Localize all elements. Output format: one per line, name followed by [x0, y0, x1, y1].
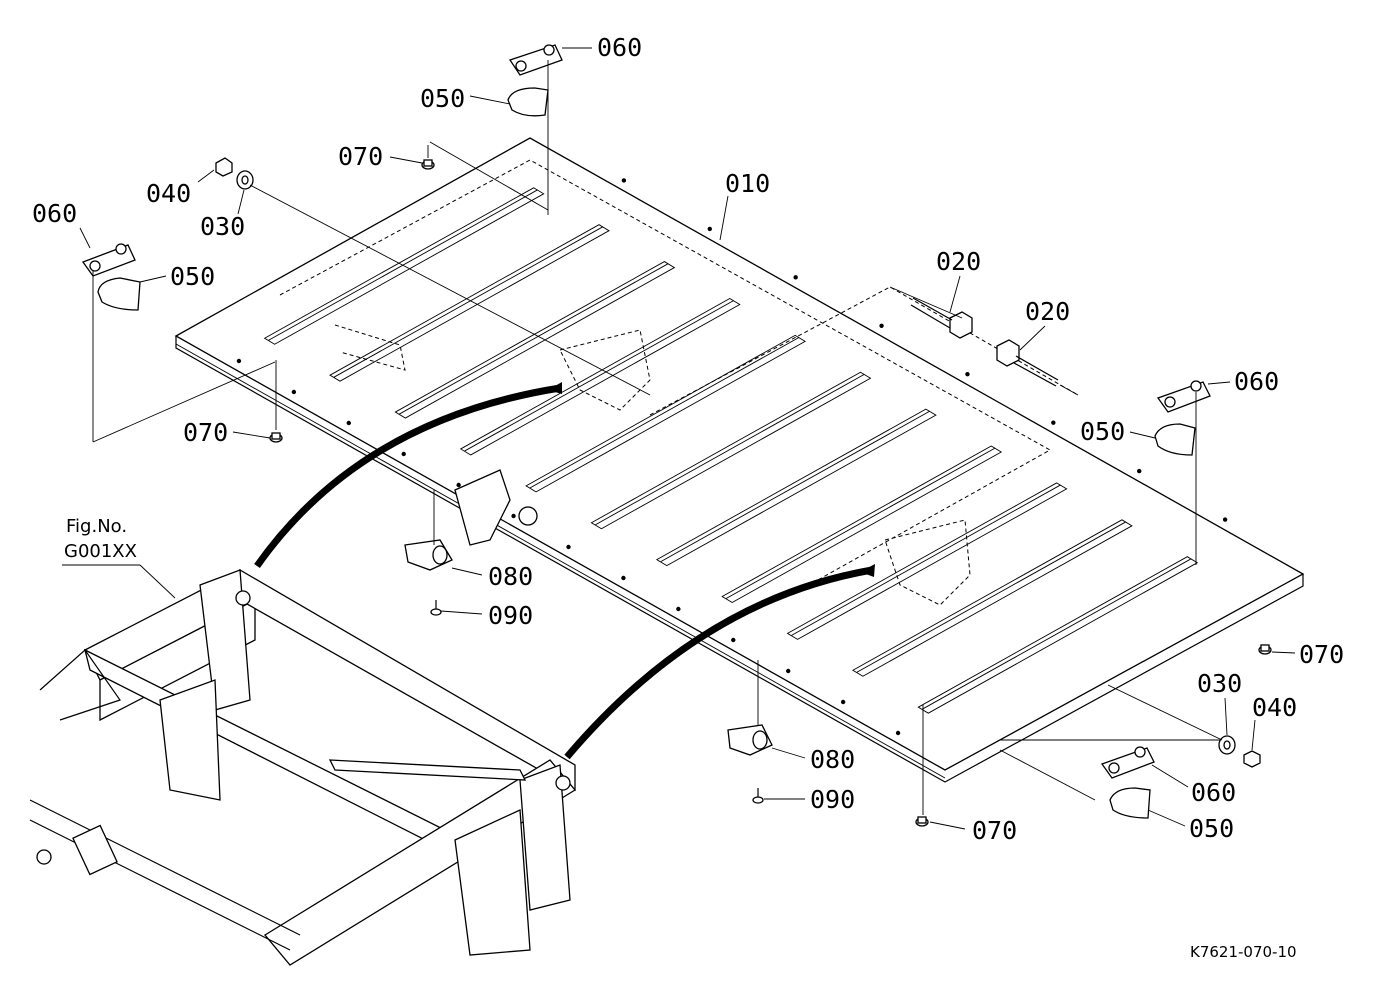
callout-020-b: 020 — [1025, 297, 1070, 326]
callout-060-left: 060 — [32, 199, 77, 228]
leader-lines — [62, 47, 1296, 830]
bracket-060-right — [1156, 380, 1211, 413]
panel-hole — [236, 358, 242, 364]
panel-rib — [655, 408, 937, 567]
panel-hole — [291, 389, 297, 395]
panel-rib-edge — [333, 226, 604, 378]
panel-hole — [707, 226, 712, 232]
callout-070-left: 070 — [183, 418, 228, 447]
panel-hole — [401, 451, 406, 457]
panel-hole — [511, 513, 516, 519]
panel-hole — [793, 275, 798, 280]
callout-040-right: 040 — [1252, 693, 1297, 722]
panel-hole — [346, 420, 351, 426]
callout-050-top: 050 — [420, 84, 465, 113]
bracket-060-left — [81, 243, 136, 277]
panel-hole — [1051, 420, 1056, 425]
d-ring-050-bottom — [1109, 787, 1151, 819]
callout-080-left: 080 — [488, 562, 533, 591]
callout-070-right: 070 — [1299, 640, 1344, 669]
block-080-left — [404, 539, 453, 571]
panel-hole — [840, 699, 846, 705]
panel-hole — [786, 668, 791, 674]
panel-hole — [621, 178, 627, 183]
panel-hole — [456, 482, 461, 488]
nut-040-right — [1243, 750, 1261, 768]
panel-rib — [263, 187, 545, 345]
fig-ref-line1: Fig.No. — [66, 516, 127, 537]
block-080-right — [727, 724, 773, 756]
washer-030-left — [236, 170, 254, 190]
panel-rib-edge — [922, 558, 1192, 710]
d-ring-050-top — [507, 87, 549, 117]
callout-040-left: 040 — [146, 179, 191, 208]
nut-070-bottom — [915, 816, 929, 827]
panel-rib-edge — [464, 300, 734, 452]
fig-ref-line2: G001XX — [64, 541, 137, 562]
callout-050-left: 050 — [170, 262, 215, 291]
panel-rib — [917, 556, 1199, 714]
floor-panel — [174, 137, 1305, 783]
panel-hole — [879, 323, 884, 328]
nut-070-left — [269, 432, 283, 443]
panel-rib-edge — [856, 521, 1127, 673]
callout-labels: 060 050 070 040 030 060 050 010 020 020 … — [32, 33, 1344, 961]
panel-rib — [329, 224, 610, 382]
panel-hole — [965, 372, 970, 377]
callout-060-bottom: 060 — [1191, 778, 1236, 807]
callout-090-left: 090 — [488, 601, 533, 630]
d-ring-050-right — [1154, 423, 1196, 456]
callout-070-top: 070 — [338, 142, 383, 171]
callout-010: 010 — [725, 169, 770, 198]
panel-rib — [590, 371, 872, 530]
callout-070-bottom: 070 — [972, 816, 1017, 845]
panel-rib-edge — [660, 410, 931, 563]
panel-hole — [895, 730, 901, 736]
screw-090-left — [430, 600, 442, 616]
assembly-arrows — [254, 382, 875, 760]
panel-rib — [721, 445, 1003, 604]
bracket-060-bottom — [1100, 746, 1155, 779]
callout-060-top: 060 — [597, 33, 642, 62]
bolt-020-a — [910, 297, 973, 339]
callout-090-right: 090 — [810, 785, 855, 814]
callout-060-right: 060 — [1234, 367, 1279, 396]
panel-rib — [852, 519, 1133, 677]
panel-rib-edge — [399, 263, 669, 415]
panel-rib — [525, 334, 807, 493]
panel-rib — [786, 482, 1068, 640]
bolt-020-b — [996, 339, 1059, 387]
hardware — [81, 44, 1272, 827]
panel-hole — [621, 575, 626, 581]
panel-rib — [459, 297, 741, 456]
callout-030-left: 030 — [200, 212, 245, 241]
panel-hole — [1137, 468, 1142, 474]
callout-050-right: 050 — [1080, 417, 1125, 446]
panel-hole — [676, 606, 681, 612]
panel-rib — [394, 261, 676, 419]
callout-080-right: 080 — [810, 745, 855, 774]
panel-hole — [566, 544, 571, 550]
callout-020-a: 020 — [936, 247, 981, 276]
washer-030-right — [1218, 735, 1236, 755]
d-ring-050-left — [97, 277, 141, 311]
panel-hole — [1222, 517, 1228, 522]
nut-070-top — [421, 159, 435, 170]
panel-rib-edge — [595, 373, 865, 526]
vehicle-frame — [29, 568, 576, 966]
panel-hole — [731, 637, 736, 643]
panel-rib-edge — [725, 447, 996, 599]
drawing-reference: K7621-070-10 — [1190, 943, 1297, 961]
panel-rib-edge — [791, 484, 1061, 636]
bracket-060-top — [508, 44, 563, 76]
panel-rib-edge — [529, 336, 800, 489]
callout-050-bottom: 050 — [1189, 814, 1234, 843]
nut-070-right — [1258, 644, 1272, 655]
nut-040-left — [215, 157, 233, 177]
callout-030-right: 030 — [1197, 669, 1242, 698]
screw-090-right — [752, 788, 764, 804]
